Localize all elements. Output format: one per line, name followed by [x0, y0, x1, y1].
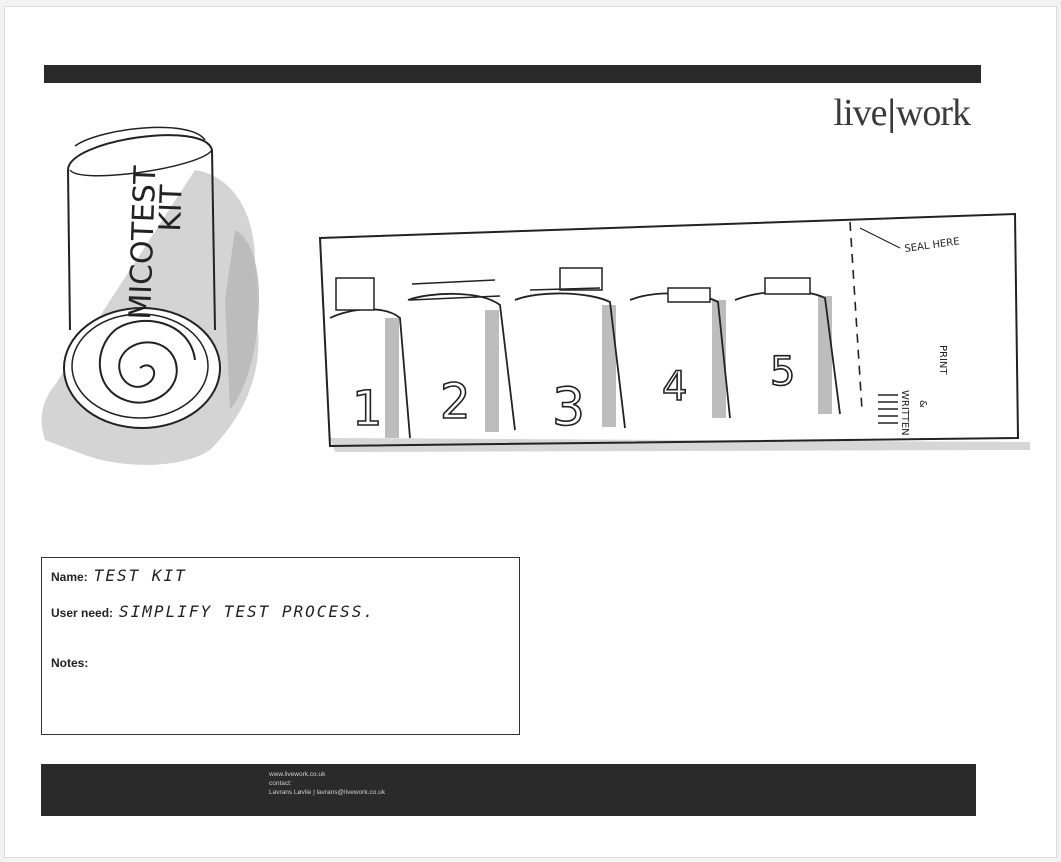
compartment-1: 1: [330, 278, 410, 438]
seal-annotation: SEAL HERE: [904, 236, 960, 255]
side-annotation-written: WRITTEN: [899, 390, 910, 436]
user-need-value: SIMPLIFY TEST PROCESS.: [119, 602, 375, 621]
compartment-number-4: 4: [662, 364, 687, 410]
side-annotation-and: &: [917, 400, 928, 408]
compartment-number-2: 2: [440, 374, 471, 430]
test-strip-sketch: SEAL HERE WRITTEN & PRINT 1 2 3: [320, 214, 1030, 452]
compartment-2: 2: [408, 280, 515, 432]
user-need-label: User need:: [51, 606, 113, 620]
tube-label-kit: KIT: [153, 184, 190, 233]
notes-label: Notes:: [51, 656, 88, 670]
name-row: Name: TEST KIT: [51, 566, 187, 585]
notes-row: Notes:: [51, 656, 94, 670]
compartment-4: 4: [630, 288, 730, 418]
name-value: TEST KIT: [94, 566, 187, 585]
footer-website: www.livework.co.uk: [269, 770, 385, 779]
compartment-3: 3: [515, 268, 625, 438]
footer-bar: www.livework.co.uk contact: Lavrans Løvl…: [41, 764, 976, 816]
footer-contact: www.livework.co.uk contact: Lavrans Løvl…: [269, 770, 385, 797]
name-label: Name:: [51, 570, 88, 584]
footer-contact-label: contact:: [269, 779, 385, 788]
compartment-number-1: 1: [352, 381, 383, 437]
footer-contact-person: Lavrans Løvlie | lavrans@livework.co.uk: [269, 788, 385, 797]
rolled-kit-sketch: MICOTEST KIT: [42, 127, 259, 464]
compartment-5: 5: [735, 278, 840, 414]
concept-info-card: Name: TEST KIT User need: SIMPLIFY TEST …: [41, 557, 520, 735]
side-annotation-print: PRINT: [937, 345, 948, 375]
compartment-number-3: 3: [552, 378, 585, 438]
compartment-number-5: 5: [770, 349, 795, 395]
user-need-row: User need: SIMPLIFY TEST PROCESS.: [51, 602, 375, 621]
